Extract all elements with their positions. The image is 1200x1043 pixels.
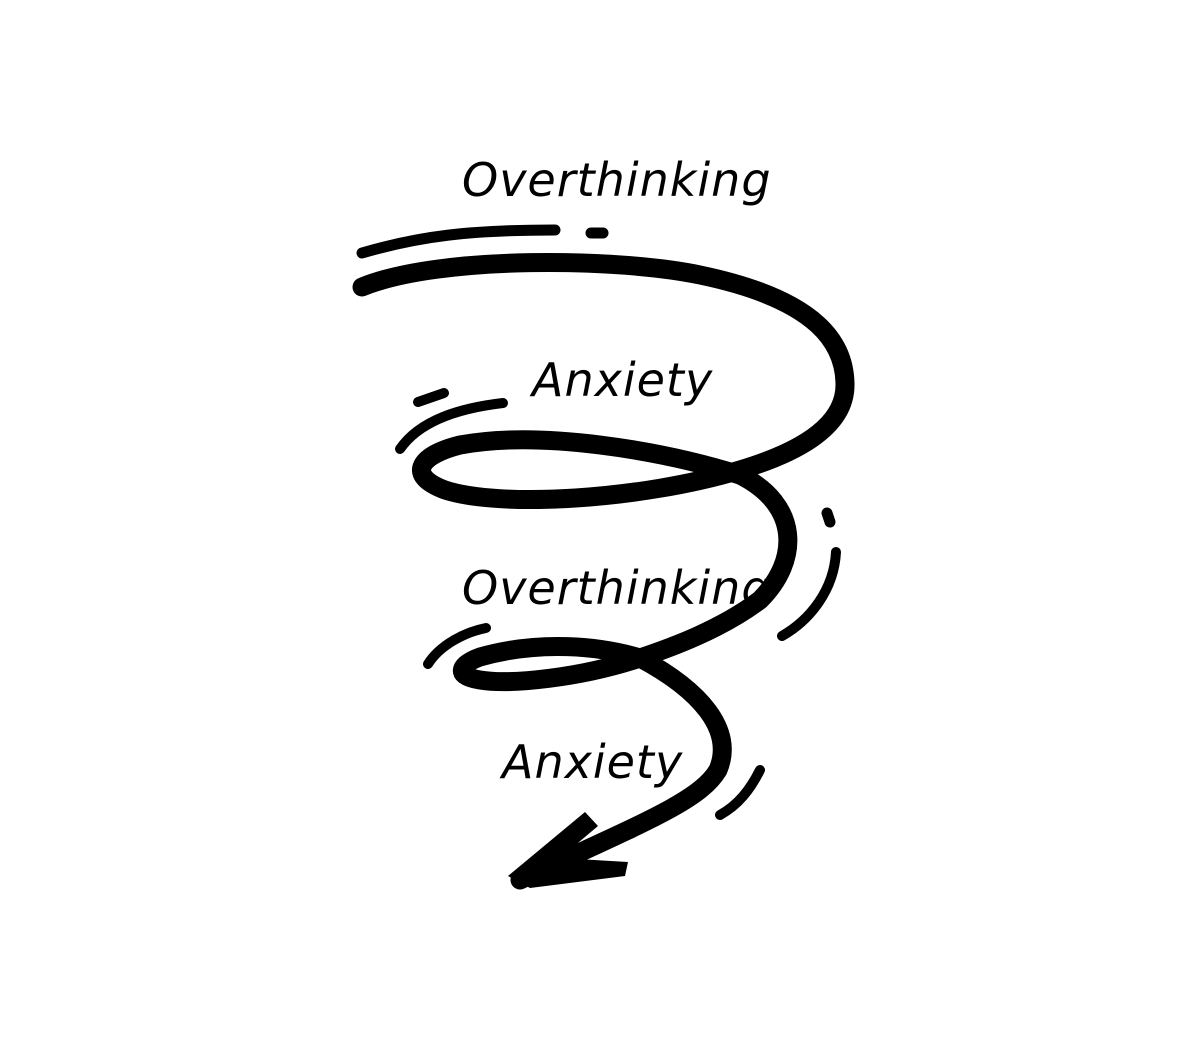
label-anxiety-upper: Anxiety <box>529 353 713 407</box>
accent-stroke-top-long <box>356 224 561 259</box>
accent-stroke-left-lower <box>423 623 491 669</box>
label-overthinking-middle: Overthinking <box>462 561 772 615</box>
label-anxiety-lower: Anxiety <box>499 735 683 789</box>
accent-stroke-right-dot <box>821 507 836 528</box>
spiral-path <box>352 252 855 890</box>
accent-stroke-left-upper-short <box>413 388 449 407</box>
arrow-head <box>508 812 628 888</box>
accent-stroke-right-lower <box>715 765 765 820</box>
accent-stroke-right-middle <box>777 547 841 641</box>
label-overthinking-top: Overthinking <box>462 153 772 207</box>
accent-stroke-left-upper-long <box>395 398 508 454</box>
